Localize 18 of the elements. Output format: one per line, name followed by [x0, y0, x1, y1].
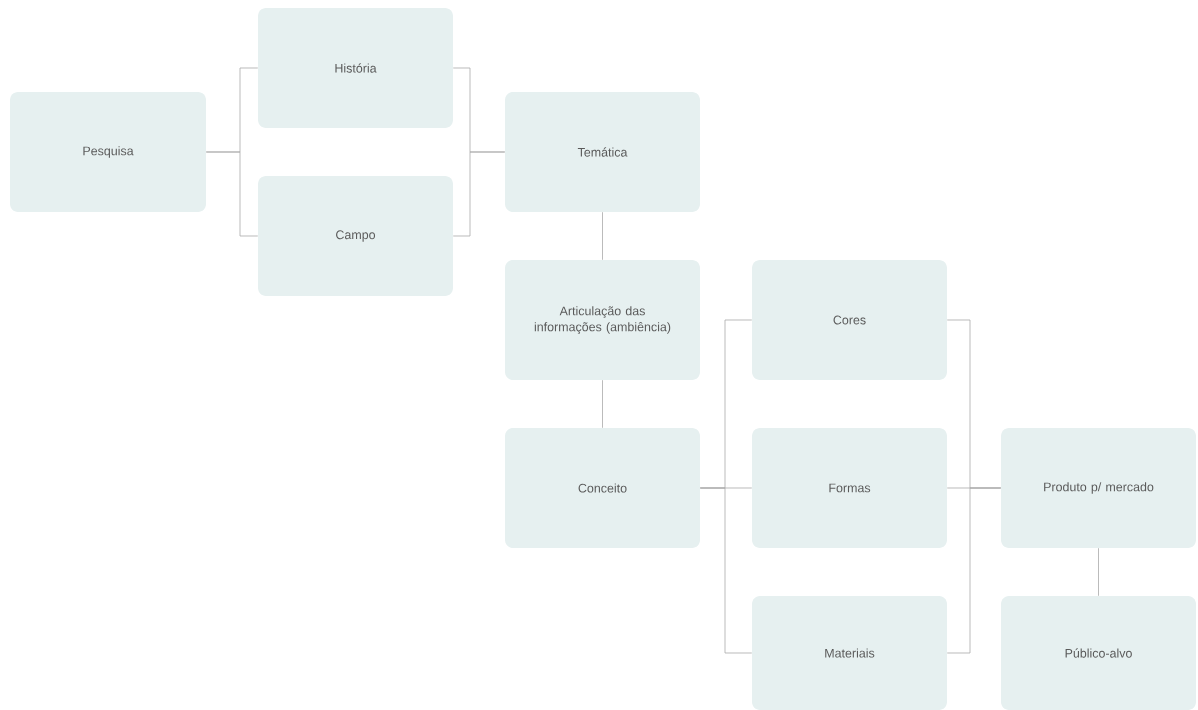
process-box: Cores	[752, 260, 947, 380]
connector-line	[602, 379, 603, 429]
process-box: Campo	[258, 176, 453, 296]
process-box: Público-alvo	[1001, 596, 1196, 710]
connector-line	[602, 211, 603, 261]
process-box: Temática	[505, 92, 700, 212]
process-box: História	[258, 8, 453, 128]
connector-line	[699, 487, 753, 654]
connector-line	[1098, 547, 1099, 597]
process-box: Conceito	[505, 428, 700, 548]
process-box: Pesquisa	[10, 92, 206, 212]
connector-line	[205, 151, 259, 237]
process-box: Materiais	[752, 596, 947, 710]
process-box: Articulação das informações (ambiência)	[505, 260, 700, 380]
process-box: Formas	[752, 428, 947, 548]
process-box: Produto p/ mercado	[1001, 428, 1196, 548]
connector-line	[946, 487, 1002, 654]
connector-line	[452, 151, 506, 237]
